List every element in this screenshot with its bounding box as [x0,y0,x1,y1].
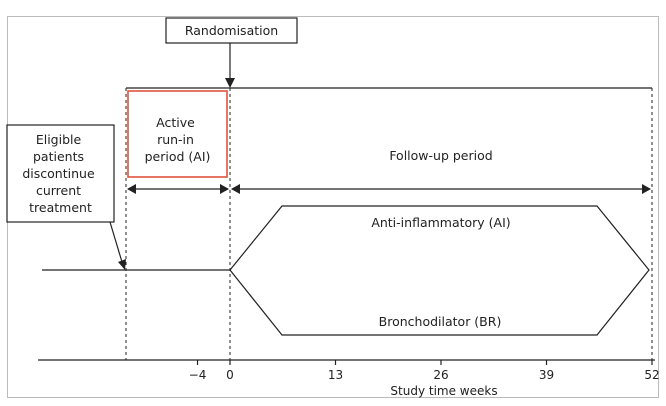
run-in-label: Active run-in period (AI) [145,115,211,164]
axis-tick-label: −4 [189,368,207,382]
follow-up-label: Follow-up period [389,148,492,163]
randomisation-label: Randomisation [185,23,278,38]
arm-bronchodilator-label: Bronchodilator (BR) [379,314,502,329]
time-axis-ticks: −4 0 13 26 39 52 [189,360,660,382]
time-axis-title: Study time weeks [390,384,497,398]
follow-up-span-arrow [231,184,651,194]
randomisation-box [165,17,298,44]
axis-tick-label: 13 [328,368,343,382]
eligible-box [6,124,115,223]
eligible-pointer [109,221,123,263]
axis-tick-label: 26 [433,368,448,382]
randomisation-arrowhead [225,78,235,88]
arm-anti-inflammatory-label: Anti-inflammatory (AI) [371,215,510,230]
axis-tick-label: 39 [539,368,554,382]
run-in-span-arrow [127,184,229,194]
axis-tick-label: 52 [644,368,659,382]
eligible-pointer-head [118,259,126,270]
treatment-arms-hexagon [229,205,650,336]
run-in-box [127,90,228,178]
axis-tick-label: 0 [226,368,234,382]
eligible-label: Eligible patients discontinue current tr… [22,132,98,215]
